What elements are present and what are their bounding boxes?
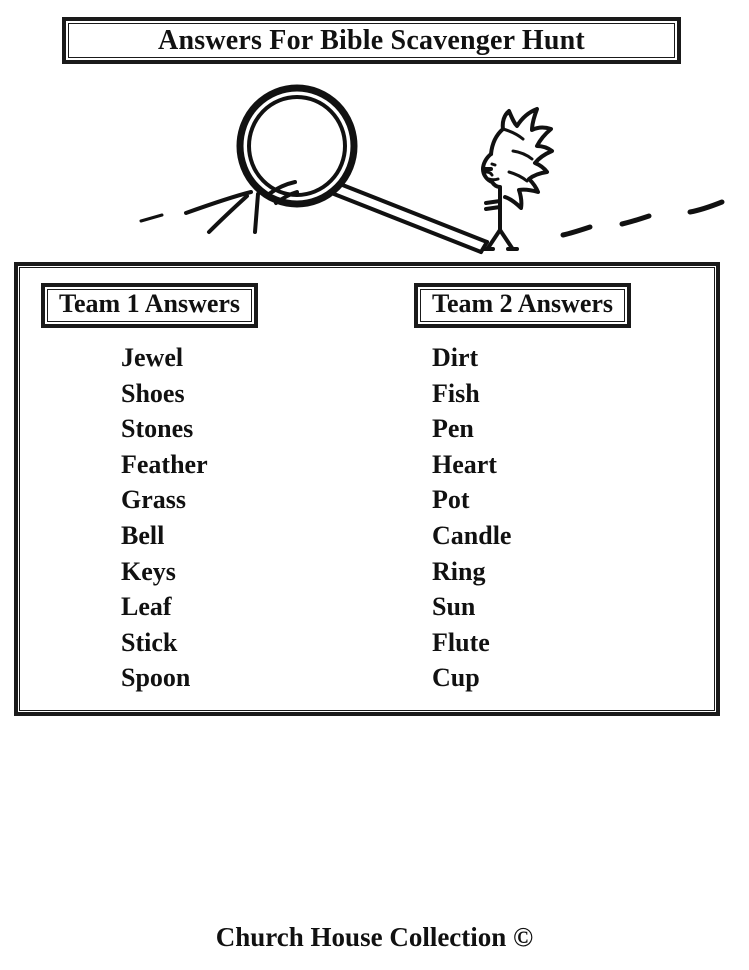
- list-item: Heart: [432, 449, 497, 479]
- list-item: Leaf: [121, 592, 172, 622]
- answers-panel: Team 1 Answers Jewel Shoes Stones Feathe…: [14, 262, 720, 716]
- list-item: Shoes: [121, 378, 185, 408]
- title-banner: Answers For Bible Scavenger Hunt: [62, 17, 681, 64]
- sketch-lines-left: [184, 190, 260, 234]
- list-item: Feather: [121, 449, 208, 479]
- list-item: Dirt: [432, 343, 479, 372]
- page-title: Answers For Bible Scavenger Hunt: [158, 24, 585, 56]
- team-1-header-label: Team 1 Answers: [59, 289, 241, 318]
- ground-dashes-right: [560, 199, 725, 238]
- team-1-header-box: Team 1 Answers: [41, 283, 259, 328]
- list-item: Sun: [432, 592, 476, 622]
- list-item: Spoon: [121, 663, 191, 693]
- list-item: Grass: [121, 485, 186, 515]
- list-item: Jewel: [121, 343, 184, 372]
- list-item: Stones: [121, 414, 194, 444]
- team-2-header-box: Team 2 Answers: [414, 283, 632, 328]
- footer: Church House Collection ©: [0, 922, 749, 953]
- footer-credit: Church House Collection ©: [215, 922, 534, 952]
- illustration-svg: [139, 84, 725, 254]
- team-1-column: Team 1 Answers Jewel Shoes Stones Feathe…: [41, 266, 259, 696]
- list-item: Flute: [432, 627, 490, 657]
- team-1-answer-list: Jewel Shoes Stones Feather Grass Bell Ke…: [121, 340, 258, 696]
- list-item: Pen: [432, 414, 474, 444]
- list-item: Pot: [432, 485, 470, 515]
- list-item: Ring: [432, 556, 486, 586]
- list-item: Candle: [432, 520, 512, 550]
- stick-figure: [481, 152, 519, 251]
- ground-dashes-left: [139, 213, 164, 223]
- magnifying-glass-handle-icon: [332, 182, 489, 254]
- team-2-answer-list: Dirt Fish Pen Heart Pot Candle Ring Sun …: [432, 340, 631, 696]
- list-item: Stick: [121, 627, 178, 657]
- list-item: Cup: [432, 663, 480, 693]
- list-item: Bell: [121, 520, 165, 550]
- list-item: Keys: [121, 556, 176, 586]
- scavenger-hunt-illustration: [0, 72, 749, 257]
- list-item: Fish: [432, 378, 480, 408]
- spiky-hair: [489, 107, 554, 210]
- team-2-column: Team 2 Answers Dirt Fish Pen Heart Pot C…: [414, 266, 632, 696]
- magnifying-glass-lens-icon: [236, 84, 358, 208]
- lens-highlight-strokes: [267, 180, 299, 205]
- team-2-header-label: Team 2 Answers: [432, 289, 614, 318]
